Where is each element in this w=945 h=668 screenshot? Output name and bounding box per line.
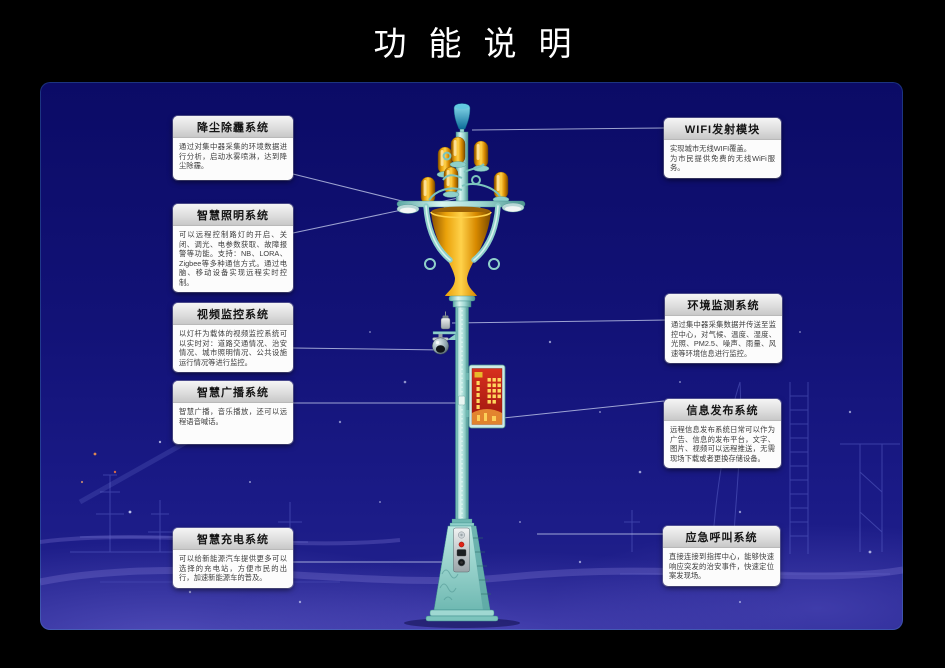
- lamp-post-scene: [40, 103, 903, 628]
- page-title: 功能说明: [373, 25, 594, 62]
- callout-smart-charging: 智慧充电系统 可以给新能源汽车提供更多可以选择的充电站，方便市民的出行，加速新能…: [173, 528, 293, 588]
- callout-body: 以灯杆为载体的视频监控系统可以实时对：道路交通情况、治安情况、城市照明情况、公共…: [179, 329, 287, 367]
- callout-title: 视频监控系统: [173, 303, 293, 325]
- branch-ornaments: [428, 151, 501, 201]
- callout-title: 环境监测系统: [665, 294, 782, 316]
- callout-video-surveillance: 视频监控系统 以灯杆为载体的视频监控系统可以实时对：道路交通情况、治安情况、城市…: [173, 303, 293, 372]
- callout-environment-monitoring: 环境监测系统 通过集中器采集数据并传送至监控中心，对气候、温度、湿度、光照、PM…: [665, 294, 782, 363]
- callout-smart-broadcast: 智慧广播系统 智慧广播，音乐播放，还可以远程语音喊话。: [173, 381, 293, 444]
- callout-body: 可以给新能源汽车提供更多可以选择的充电站，方便市民的出行，加速新能源车的普及。: [179, 554, 287, 582]
- teal-bell-frame: [423, 203, 501, 270]
- callout-emergency-call: 应急呼叫系统 直接连接到指挥中心，能够快速响应突发的治安事件，快速定位案发现场。: [663, 526, 780, 586]
- callout-body: 通过集中器采集数据并传送至监控中心，对气候、温度、湿度、光照、PM2.5、噪声、…: [671, 320, 776, 358]
- led-display: [466, 364, 506, 429]
- callout-body: 远程信息发布系统日常可以作为广告、信息的发布平台，文字、图片、视频可以远程推送，…: [670, 425, 775, 463]
- callout-body: 智慧广播，音乐播放，还可以远程语音喊话。: [179, 407, 287, 426]
- callout-body: 通过对集中器采集的环境数据进行分析，启动水雾喷淋，达到降尘除霾。: [179, 142, 287, 170]
- callout-title: 应急呼叫系统: [663, 526, 780, 548]
- callout-body: 实现城市无线WIFI覆盖。 为市民提供免费的无线WiFi服务。: [670, 144, 775, 172]
- callout-smart-lighting: 智慧照明系统 可以远程控制路灯的开启、关闭、调光、电参数获取、故障报警等功能。支…: [173, 204, 293, 292]
- city-skyline: [70, 381, 900, 583]
- camera-arm: [432, 331, 457, 340]
- connector-lines: [292, 127, 669, 563]
- emergency-call-button: [458, 541, 465, 548]
- callout-information-display: 信息发布系统 远程信息发布系统日常可以作为广告、信息的发布平台，文字、图片、视频…: [664, 399, 781, 468]
- pole-access-door: [458, 395, 466, 406]
- callout-title: 智慧广播系统: [173, 381, 293, 403]
- smart-lamp-post-illustration: [396, 103, 526, 628]
- arm-light-left: [396, 204, 420, 214]
- wifi-antenna: [453, 103, 471, 136]
- dome-camera: [432, 334, 449, 355]
- callout-title: 智慧照明系统: [173, 204, 293, 226]
- callout-title: 信息发布系统: [664, 399, 781, 421]
- callout-dust-haze-removal: 降尘除霾系统 通过对集中器采集的环境数据进行分析，启动水雾喷淋，达到降尘除霾。: [173, 116, 293, 180]
- base: [404, 518, 520, 628]
- weather-sensor: [440, 311, 451, 330]
- callout-body: 直接连接到指挥中心，能够快速响应突发的治安事件，快速定位案发现场。: [669, 552, 774, 580]
- callout-body: 可以远程控制路灯的开启、关闭、调光、电参数获取、故障报警等功能。支持：NB、LO…: [179, 230, 287, 287]
- screen-content: [472, 372, 502, 425]
- charging-port: [456, 549, 467, 557]
- callout-wifi-module: WIFI发射模块 实现城市无线WIFI覆盖。 为市民提供免费的无线WiFi服务。: [664, 118, 781, 178]
- charging-panel: [453, 527, 470, 573]
- arm-light-right: [501, 202, 525, 213]
- gold-trumpet: [430, 206, 492, 296]
- callout-title: 智慧充电系统: [173, 528, 293, 550]
- callout-title: WIFI发射模块: [664, 118, 781, 140]
- callout-title: 降尘除霾系统: [173, 116, 293, 138]
